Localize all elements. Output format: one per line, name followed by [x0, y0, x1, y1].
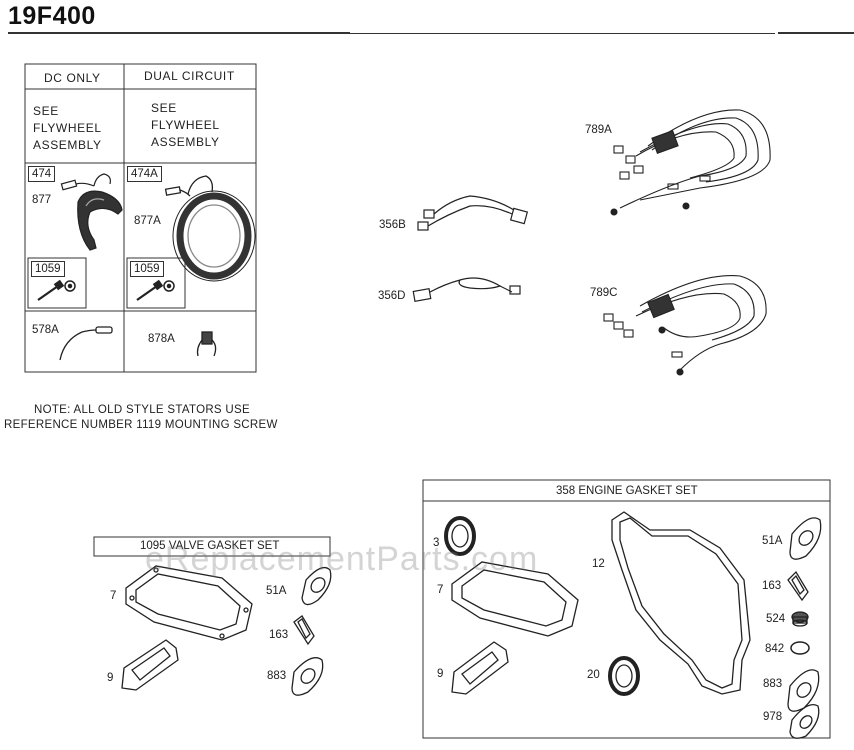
dc-see-line1: SEE	[33, 104, 59, 118]
valve-part-7: 7	[110, 590, 117, 602]
screw-1059-dc-icon	[37, 279, 76, 301]
part-789a: 789A	[585, 124, 612, 136]
part-877a: 877A	[134, 215, 161, 227]
valve-gasket-9-icon	[121, 639, 179, 691]
valve-part-51a: 51A	[266, 585, 287, 597]
engine-set-frame	[422, 479, 831, 739]
wire-878a-icon	[196, 331, 217, 357]
valve-gasket-883-icon	[291, 657, 324, 696]
dual-see-line1: SEE	[151, 101, 177, 115]
ref-1059-dc: 1059	[31, 261, 65, 277]
page-title: 19F400	[8, 2, 96, 30]
valve-part-163: 163	[269, 629, 289, 641]
engine-part-978: 978	[763, 711, 783, 723]
dc-see-line2: FLYWHEEL	[33, 121, 102, 135]
engine-part-7: 7	[437, 584, 444, 596]
note-line2: REFERENCE NUMBER 1119 MOUNTING SCREW	[4, 419, 278, 431]
engine-gasket-883-icon	[787, 669, 820, 712]
watermark: eReplacementParts.com	[145, 540, 539, 578]
engine-seal-20-icon	[608, 656, 640, 696]
harness-356d-icon	[412, 277, 521, 303]
part-878a: 878A	[148, 333, 175, 345]
engine-gasket-9-icon	[451, 641, 509, 695]
engine-gasket-51a-icon	[789, 517, 822, 560]
part-877: 877	[32, 194, 52, 206]
harness-356b-icon	[417, 195, 529, 231]
stator-877-icon	[60, 173, 123, 251]
engine-set-title: 358 ENGINE GASKET SET	[556, 485, 698, 497]
part-578a: 578A	[32, 324, 59, 336]
dual-see-line3: ASSEMBLY	[151, 135, 220, 149]
harness-789c-icon	[603, 275, 767, 376]
engine-part-20: 20	[587, 669, 600, 681]
valve-set-frame	[93, 536, 331, 557]
valve-gasket-7-icon	[125, 565, 253, 641]
engine-part-524: 524	[766, 613, 786, 625]
title-rule-main	[350, 33, 775, 34]
stator-table-grid	[24, 63, 257, 373]
engine-part-883: 883	[763, 678, 783, 690]
wire-578a-icon	[59, 326, 113, 361]
engine-oring-842-icon	[790, 641, 810, 655]
engine-gasket-978-icon	[789, 703, 820, 739]
col-header-dual: DUAL CIRCUIT	[144, 69, 235, 83]
engine-gasket-163-icon	[787, 570, 809, 602]
valve-gasket-51a-icon	[301, 566, 332, 606]
part-356b: 356B	[379, 219, 406, 231]
engine-part-9: 9	[437, 668, 444, 680]
col-header-dc: DC ONLY	[44, 71, 101, 85]
engine-plug-524-icon	[791, 611, 809, 627]
engine-part-51a: 51A	[762, 535, 783, 547]
screw-1059-dual-icon	[136, 279, 175, 301]
valve-part-9: 9	[107, 672, 114, 684]
title-rule-left	[8, 32, 350, 34]
ref-474: 474	[28, 166, 56, 182]
dual-see-line2: FLYWHEEL	[151, 118, 220, 132]
dc-see-line3: ASSEMBLY	[33, 138, 102, 152]
engine-seal-3-icon	[444, 516, 476, 556]
note-line1: NOTE: ALL OLD STYLE STATORS USE	[34, 404, 250, 416]
valve-set-title: 1095 VALVE GASKET SET	[140, 540, 280, 552]
part-789c: 789C	[590, 287, 618, 299]
part-356d: 356D	[378, 290, 406, 302]
engine-part-3: 3	[433, 537, 440, 549]
engine-part-12: 12	[592, 558, 605, 570]
stator-877a-icon	[164, 175, 256, 282]
engine-part-163: 163	[762, 580, 782, 592]
engine-gasket-7-icon	[451, 561, 579, 637]
engine-part-842: 842	[765, 643, 785, 655]
engine-gasket-12-icon	[611, 511, 751, 695]
valve-part-883: 883	[267, 670, 287, 682]
title-rule-right	[778, 32, 854, 34]
valve-gasket-163-icon	[293, 615, 315, 646]
ref-474a: 474A	[127, 166, 162, 182]
ref-1059-dual: 1059	[130, 261, 164, 277]
harness-789a-icon	[610, 109, 771, 216]
